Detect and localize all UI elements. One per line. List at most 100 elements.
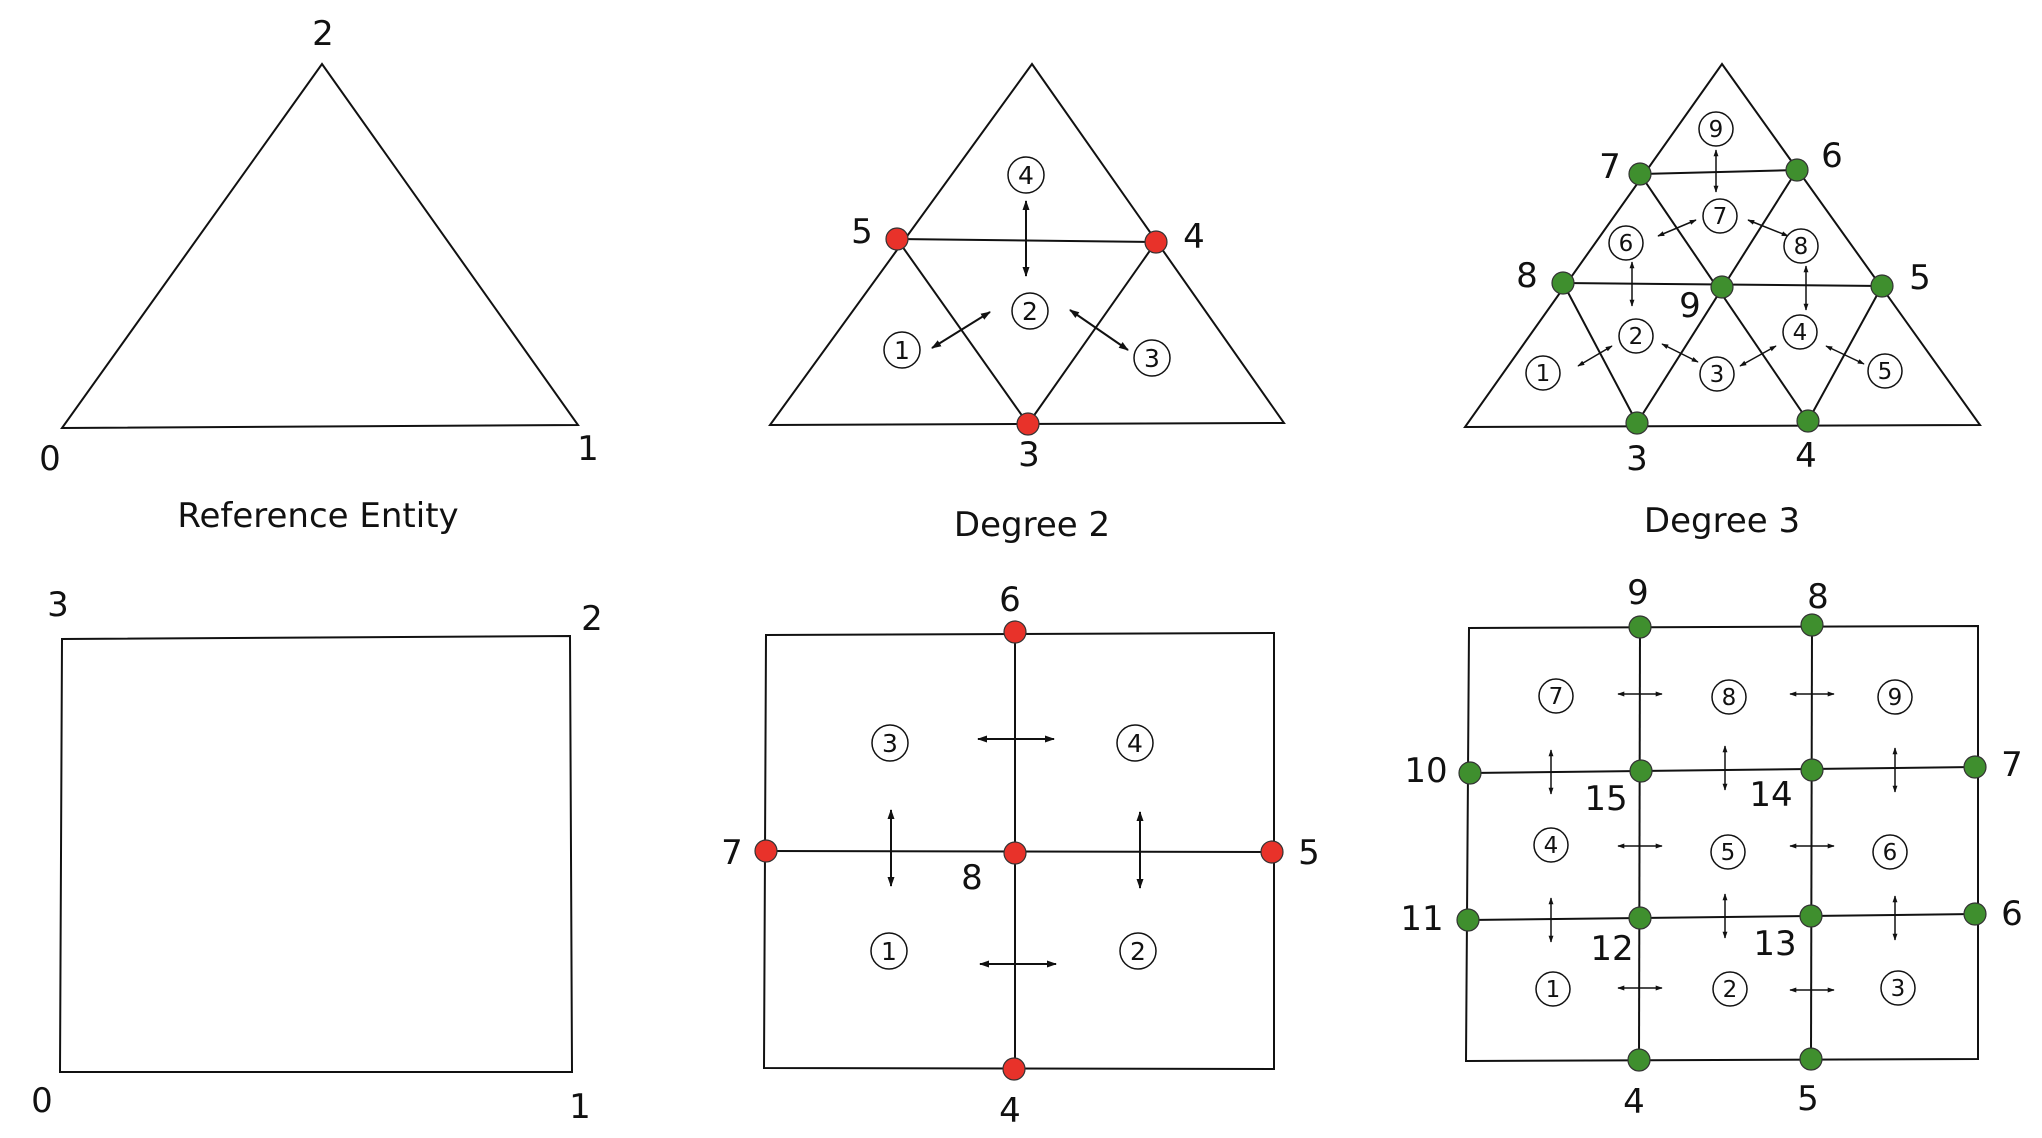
degree3-quadrilateral-node-7 bbox=[1963, 755, 1987, 779]
degree3-quadrilateral-node-9-label: 9 bbox=[1627, 573, 1649, 613]
degree3-triangle-cell-4-label: 4 bbox=[1793, 320, 1808, 346]
degree3-quadrilateral-node-11 bbox=[1456, 908, 1480, 932]
degree3-quadrilateral-cell-2: 2 bbox=[1712, 971, 1748, 1007]
degree3-quadrilateral-node-15 bbox=[1629, 759, 1653, 783]
degree3-triangle-cell-3: 3 bbox=[1699, 356, 1735, 392]
degree3-quadrilateral-node-10 bbox=[1458, 761, 1482, 785]
degree3-quadrilateral-node-5 bbox=[1799, 1047, 1823, 1071]
degree3-quadrilateral-cell-6-label: 6 bbox=[1883, 840, 1898, 866]
degree2-triangle-cell-1: 1 bbox=[883, 331, 921, 369]
degree2-triangle-cell-4: 4 bbox=[1007, 156, 1045, 194]
degree3-triangle-cell-7: 7 bbox=[1702, 198, 1738, 234]
reference-quadrilateral-vertex-2: 2 bbox=[581, 599, 603, 639]
degree3-triangle-outline bbox=[1463, 62, 1982, 429]
degree3-triangle-node-9 bbox=[1710, 275, 1734, 299]
degree3-caption: Degree 3 bbox=[1644, 501, 1800, 541]
degree2-quadrilateral-node-5-label: 5 bbox=[1298, 833, 1320, 873]
degree3-triangle-node-3 bbox=[1625, 411, 1649, 435]
degree3-triangle-node-5-label: 5 bbox=[1909, 258, 1931, 298]
degree3-quadrilateral-cell-3-label: 3 bbox=[1891, 976, 1906, 1002]
degree3-quadrilateral: 1 2 3 4 5 6 7 8 bbox=[1400, 573, 2022, 1122]
degree2-triangle-edge-5-3 bbox=[896, 238, 1029, 425]
degree3-triangle-node-9-label: 9 bbox=[1679, 286, 1701, 326]
degree3-quadrilateral-cell-9-label: 9 bbox=[1888, 685, 1903, 711]
degree3-quadrilateral-node-14-label: 14 bbox=[1749, 775, 1792, 815]
degree3-triangle-cell-8: 8 bbox=[1783, 228, 1819, 264]
reference-quadrilateral-outline bbox=[58, 634, 574, 1073]
degree2-quadrilateral-cell-3-label: 3 bbox=[882, 729, 898, 758]
degree3-quadrilateral-node-6-label: 6 bbox=[2001, 894, 2023, 934]
degree3-quadrilateral-node-15-label: 15 bbox=[1584, 779, 1627, 819]
degree2-quadrilateral: 1 2 3 4 4 5 6 7 8 bbox=[721, 580, 1320, 1131]
degree3-quadrilateral-node-4-label: 4 bbox=[1623, 1082, 1645, 1122]
degree3-triangle-node-8-label: 8 bbox=[1516, 256, 1538, 296]
degree3-quadrilateral-node-13-label: 13 bbox=[1753, 924, 1796, 964]
degree2-triangle-cell-3-label: 3 bbox=[1144, 344, 1160, 373]
degree3-triangle-arrow-4-5 bbox=[1825, 345, 1865, 365]
degree3-triangle-node-4 bbox=[1796, 409, 1820, 433]
reference-quadrilateral: 0 1 2 3 bbox=[31, 585, 603, 1127]
degree2-triangle-arrow-2-3 bbox=[1069, 309, 1129, 351]
degree2-quadrilateral-node-6 bbox=[1003, 620, 1027, 644]
degree3-triangle-cell-1-label: 1 bbox=[1536, 361, 1551, 387]
degree3-quadrilateral-cell-5-label: 5 bbox=[1721, 840, 1736, 866]
degree3-triangle-cell-1: 1 bbox=[1525, 355, 1561, 391]
degree2-quadrilateral-cell-3: 3 bbox=[871, 724, 909, 762]
degree2-quadrilateral-cell-4: 4 bbox=[1116, 724, 1154, 762]
degree3-triangle-arrow-3-4 bbox=[1739, 345, 1777, 367]
degree3-triangle-cell-7-label: 7 bbox=[1713, 204, 1728, 230]
degree2-triangle-node-3-label: 3 bbox=[1018, 435, 1040, 475]
reference-entity-caption: Reference Entity bbox=[177, 496, 458, 536]
degree3-quadrilateral-cell-7-label: 7 bbox=[1549, 684, 1564, 710]
degree2-triangle: 1 2 3 4 3 4 5 Degree 2 bbox=[768, 62, 1286, 545]
degree3-quadrilateral-node-8-label: 8 bbox=[1807, 577, 1829, 617]
degree3-triangle-cell-8-label: 8 bbox=[1794, 234, 1809, 260]
degree2-quadrilateral-node-7-label: 7 bbox=[721, 833, 743, 873]
degree3-triangle-cell-5: 5 bbox=[1867, 353, 1903, 389]
reference-triangle-vertex-0: 0 bbox=[39, 439, 61, 479]
degree3-quadrilateral-node-7-label: 7 bbox=[2001, 745, 2023, 785]
degree3-triangle-cell-2: 2 bbox=[1618, 318, 1654, 354]
degree2-triangle-node-5-label: 5 bbox=[851, 212, 873, 252]
degree2-quadrilateral-node-8-label: 8 bbox=[961, 858, 983, 898]
degree2-quadrilateral-node-8 bbox=[1003, 841, 1027, 865]
degree2-triangle-arrow-1-2 bbox=[931, 311, 991, 349]
reference-triangle-vertex-2: 2 bbox=[312, 14, 334, 54]
degree2-quadrilateral-node-6-label: 6 bbox=[999, 580, 1021, 620]
degree3-quadrilateral-edge-10-7 bbox=[1469, 766, 1976, 774]
degree3-triangle-node-7 bbox=[1628, 162, 1652, 186]
degree3-quadrilateral-cell-3: 3 bbox=[1880, 970, 1916, 1006]
degree2-quadrilateral-outline bbox=[762, 631, 1275, 1071]
degree3-quadrilateral-node-4 bbox=[1627, 1048, 1651, 1072]
degree2-caption: Degree 2 bbox=[954, 505, 1110, 545]
degree3-quadrilateral-cell-1-label: 1 bbox=[1546, 977, 1561, 1003]
degree3-quadrilateral-edge-9-4 bbox=[1638, 626, 1641, 1061]
degree3-quadrilateral-node-13 bbox=[1799, 904, 1823, 928]
degree3-triangle-edge-7-6 bbox=[1639, 169, 1798, 175]
degree3-quadrilateral-cell-9: 9 bbox=[1877, 679, 1913, 715]
degree2-quadrilateral-cell-2-label: 2 bbox=[1130, 937, 1146, 966]
degree2-quadrilateral-cell-4-label: 4 bbox=[1127, 729, 1143, 758]
degree3-triangle-cell-3-label: 3 bbox=[1710, 362, 1725, 388]
degree3-quadrilateral-cell-4: 4 bbox=[1533, 827, 1569, 863]
degree3-quadrilateral-edge-11-6 bbox=[1467, 913, 1976, 921]
degree2-triangle-node-5 bbox=[885, 227, 909, 251]
degree3-quadrilateral-node-14 bbox=[1800, 758, 1824, 782]
degree2-triangle-node-3 bbox=[1016, 412, 1040, 436]
degree3-quadrilateral-node-5-label: 5 bbox=[1797, 1079, 1819, 1119]
degree3-quadrilateral-cell-6: 6 bbox=[1872, 834, 1908, 870]
degree2-triangle-cell-2: 2 bbox=[1011, 292, 1049, 330]
degree3-quadrilateral-edge-8-5 bbox=[1810, 624, 1813, 1060]
degree2-triangle-edge-4-3 bbox=[1027, 241, 1157, 425]
degree3-quadrilateral-cell-4-label: 4 bbox=[1544, 833, 1559, 859]
degree3-triangle-cell-6: 6 bbox=[1608, 225, 1644, 261]
degree3-quadrilateral-cell-8: 8 bbox=[1711, 679, 1747, 715]
degree3-triangle-cell-4: 4 bbox=[1782, 314, 1818, 350]
degree2-triangle-node-4 bbox=[1144, 230, 1168, 254]
degree3-triangle-arrow-1-2 bbox=[1577, 345, 1613, 367]
degree3-triangle: 1 2 3 4 5 6 7 8 bbox=[1463, 62, 1982, 541]
degree3-quadrilateral-node-8 bbox=[1800, 613, 1824, 637]
degree3-quadrilateral-cell-8-label: 8 bbox=[1722, 685, 1737, 711]
degree3-triangle-node-5 bbox=[1870, 274, 1894, 298]
reference-quadrilateral-vertex-1: 1 bbox=[569, 1087, 591, 1127]
